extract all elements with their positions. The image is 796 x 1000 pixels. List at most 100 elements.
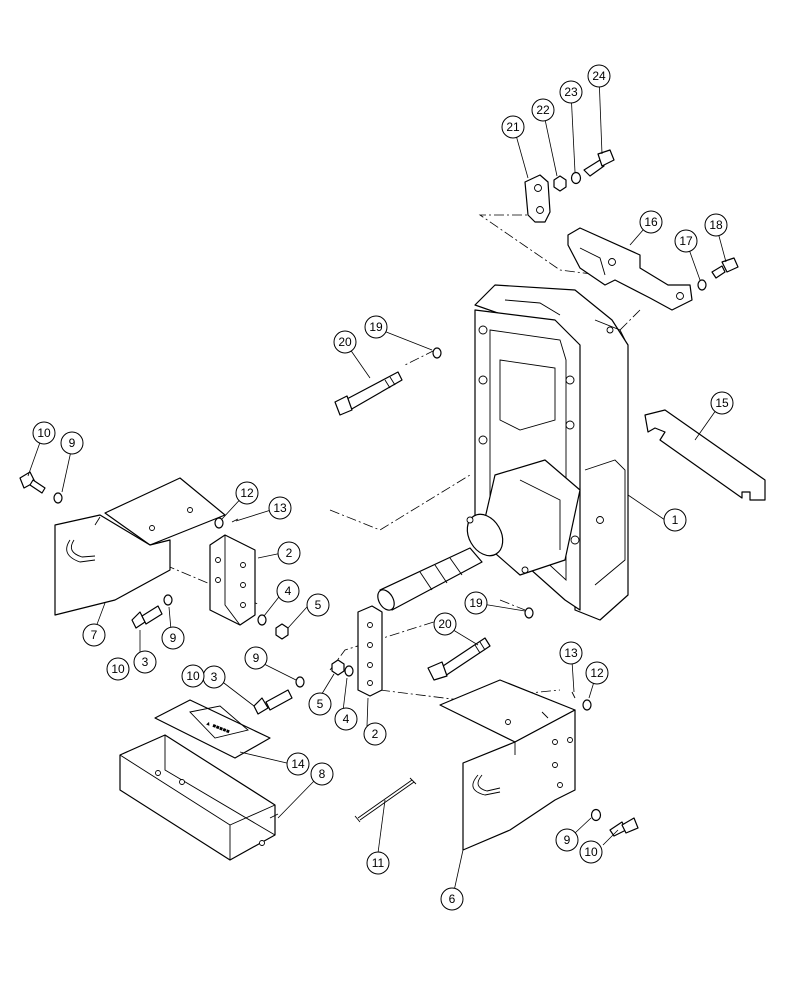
callout-label: 10 xyxy=(186,669,200,683)
callout-10: 10 xyxy=(181,664,205,688)
callout-9: 9 xyxy=(244,646,268,670)
assembly-line-center xyxy=(329,619,441,671)
callout-label: 18 xyxy=(709,218,723,232)
callout-8: 8 xyxy=(310,762,334,786)
callout-12: 12 xyxy=(585,661,609,685)
assembly-line-bracket xyxy=(619,309,641,331)
callout-6: 6 xyxy=(440,887,464,911)
callout-17: 17 xyxy=(674,229,698,253)
callout-label: 20 xyxy=(438,617,452,631)
callout-label: 9 xyxy=(69,436,76,450)
callout-label: 11 xyxy=(372,856,385,870)
callout-9: 9 xyxy=(60,431,84,455)
decal: ▲ ■■■■■ xyxy=(154,699,271,759)
gearbox-housing xyxy=(377,284,629,621)
callout-13: 13 xyxy=(268,496,292,520)
callout-label: 3 xyxy=(142,655,149,669)
callout-10: 10 xyxy=(106,657,130,681)
callout-label: 8 xyxy=(319,767,326,781)
callout-label: 12 xyxy=(240,486,254,500)
assembly-line-bolt-lower xyxy=(499,599,526,611)
callout-20: 20 xyxy=(333,330,357,354)
link-plate-assembly xyxy=(524,149,615,223)
callout-label: 2 xyxy=(286,546,293,560)
bolt-left-middle xyxy=(131,594,173,629)
lower-shield xyxy=(119,734,279,861)
center-hardware xyxy=(253,605,383,715)
callout-label: 22 xyxy=(536,103,550,117)
callout-label: 21 xyxy=(506,120,520,134)
callout-20: 20 xyxy=(433,612,457,636)
callout-13: 13 xyxy=(559,641,583,665)
callouts: 1 2 2 3 3 4 4 5 5 6 7 8 9 9 9 9 10 10 10… xyxy=(32,64,734,911)
callout-label: 5 xyxy=(315,598,322,612)
callout-label: 9 xyxy=(564,833,571,847)
callout-label: 16 xyxy=(644,215,658,229)
spring xyxy=(354,777,417,823)
callout-label: 5 xyxy=(317,697,324,711)
callout-10: 10 xyxy=(32,421,56,445)
callout-5: 5 xyxy=(306,593,330,617)
callout-label: 9 xyxy=(170,631,177,645)
callout-label: 13 xyxy=(564,646,578,660)
assembly-line-upper xyxy=(478,214,601,276)
callout-9: 9 xyxy=(161,626,185,650)
callout-label: 24 xyxy=(592,69,606,83)
callout-label: 1 xyxy=(672,513,679,527)
callout-14: 14 xyxy=(286,752,310,776)
callout-label: 9 xyxy=(253,651,260,665)
flat-bar xyxy=(644,409,766,501)
callout-label: 7 xyxy=(91,628,98,642)
callout-label: 10 xyxy=(111,662,125,676)
callout-label: 13 xyxy=(273,501,287,515)
callout-label: 6 xyxy=(449,892,456,906)
callout-label: 12 xyxy=(590,666,604,680)
long-bolt-upper xyxy=(334,347,442,416)
callout-label: 17 xyxy=(679,234,693,248)
callout-label: 10 xyxy=(584,845,598,859)
callout-label: 2 xyxy=(372,727,379,741)
bolt-right-lower xyxy=(590,808,639,837)
callout-1: 1 xyxy=(663,508,687,532)
bracket-hardware xyxy=(697,257,739,291)
upper-bracket xyxy=(567,227,693,311)
callout-4: 4 xyxy=(276,579,300,603)
callout-15: 15 xyxy=(710,391,734,415)
callout-23: 23 xyxy=(559,80,583,104)
callout-12: 12 xyxy=(235,481,259,505)
callout-label: 19 xyxy=(469,596,483,610)
callout-5: 5 xyxy=(308,692,332,716)
assembly-line-left-guard xyxy=(329,474,471,531)
callout-24: 24 xyxy=(587,64,611,88)
callout-10: 10 xyxy=(579,840,603,864)
callout-22: 22 xyxy=(531,98,555,122)
callout-9: 9 xyxy=(555,828,579,852)
left-guard xyxy=(19,471,226,616)
long-bolt-lower xyxy=(427,607,534,681)
callout-label: 23 xyxy=(564,85,578,99)
callout-label: 10 xyxy=(37,426,51,440)
angle-bracket-upper xyxy=(209,517,289,640)
callout-label: 4 xyxy=(285,584,292,598)
callout-label: 14 xyxy=(291,757,305,771)
callout-4: 4 xyxy=(334,707,358,731)
right-guard xyxy=(439,679,592,851)
callout-21: 21 xyxy=(501,115,525,139)
callout-label: 15 xyxy=(715,396,729,410)
callout-2: 2 xyxy=(277,541,301,565)
callout-label: 19 xyxy=(369,320,383,334)
callout-19: 19 xyxy=(364,315,388,339)
callout-label: 3 xyxy=(211,670,218,684)
callout-16: 16 xyxy=(639,210,663,234)
assembly-line-bolt-upper xyxy=(404,349,436,366)
callout-label: 4 xyxy=(343,712,350,726)
callout-3: 3 xyxy=(202,665,226,689)
callout-19: 19 xyxy=(464,591,488,615)
callout-2: 2 xyxy=(363,722,387,746)
callout-label: 20 xyxy=(338,335,352,349)
callout-18: 18 xyxy=(704,213,728,237)
callout-7: 7 xyxy=(82,623,106,647)
callout-11: 11 xyxy=(366,851,390,875)
